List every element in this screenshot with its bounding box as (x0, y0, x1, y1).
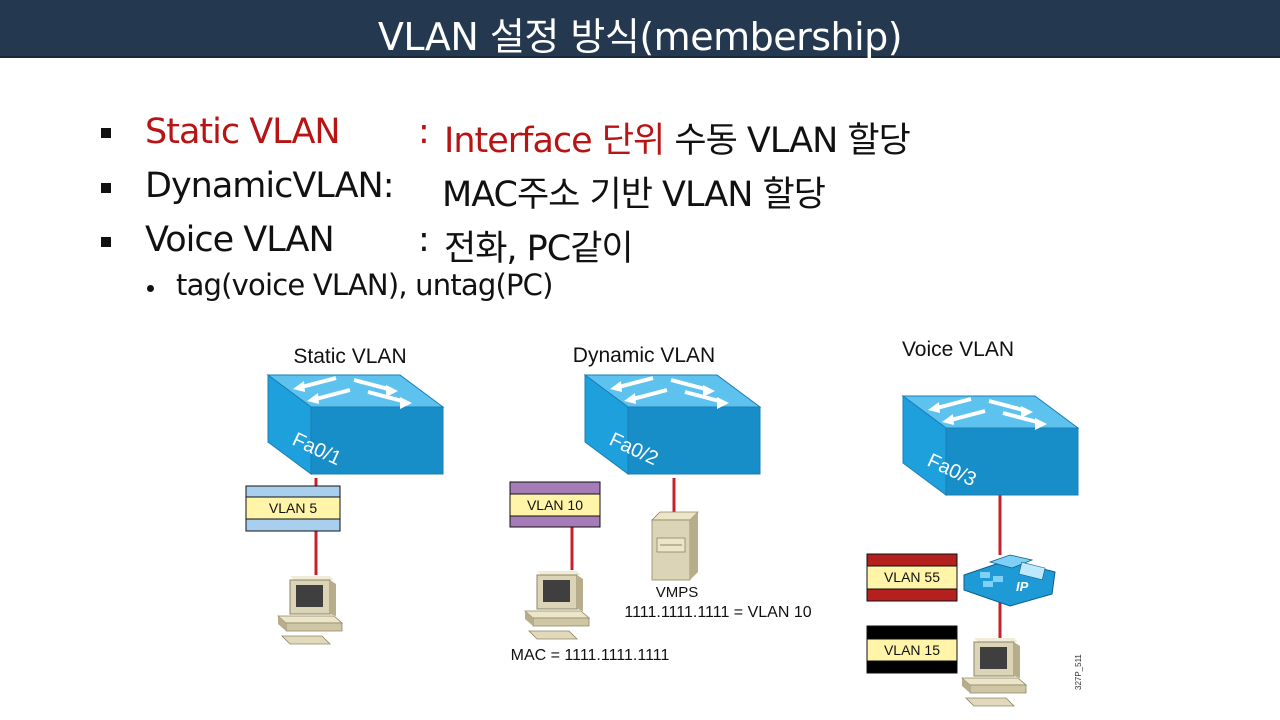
sub-bullet: tag(voice VLAN), untag(PC) (176, 268, 553, 302)
sub-bullet-marker (147, 285, 154, 292)
mac-label: MAC = 1111.1111.1111 (511, 647, 670, 664)
vmps-mapping: 1111.1111.1111 = VLAN 10 (624, 604, 811, 621)
title-bar: VLAN 설정 방식(membership) (0, 0, 1280, 59)
voice-vlan-title: Voice VLAN (902, 338, 1014, 361)
ip-phone-label: IP (1016, 579, 1029, 594)
bullet-static-colon: : (418, 112, 430, 152)
bullet-static-label: Static VLAN (145, 112, 341, 152)
figure-id: 327P_511 (1074, 654, 1083, 690)
bullet-static-desc-red: Interface 단위 (444, 121, 665, 161)
bullet-dynamic-desc: MAC주소 기반 VLAN 할당 (442, 175, 826, 215)
dynamic-vlan-tag-body (509, 493, 601, 517)
switch-icon (901, 394, 1080, 497)
bullet-voice-desc: 전화, PC같이 (444, 229, 634, 269)
pc-icon (961, 637, 1027, 707)
bullet-marker (101, 183, 111, 193)
data-vlan-tag: VLAN 15 (884, 642, 940, 658)
data-vlan-tag-body (866, 638, 958, 662)
dynamic-vlan-title: Dynamic VLAN (573, 344, 715, 367)
switch-icon (266, 373, 445, 476)
voice-vlan-tag: VLAN 55 (884, 569, 940, 585)
static-vlan-tag-body (245, 496, 341, 520)
bullet-marker (101, 128, 111, 138)
bullet-voice-label: Voice VLAN (145, 220, 335, 260)
dynamic-vlan-tag: VLAN 10 (527, 497, 583, 513)
bullet-marker (101, 237, 111, 247)
server-icon (651, 511, 699, 581)
vmps-label: VMPS (656, 584, 699, 601)
bullet-static-desc: Interface 단위 수동 VLAN 할당 (444, 112, 911, 163)
voice-vlan-tag-body (866, 565, 958, 590)
page-title: VLAN 설정 방식(membership) (377, 15, 903, 59)
static-vlan-title: Static VLAN (293, 345, 406, 368)
bullet-dynamic-label: DynamicVLAN: (145, 166, 395, 206)
switch-icon (583, 373, 762, 476)
bullet-static-desc-rest: 수동 VLAN 할당 (674, 121, 910, 161)
ip-phone-icon (963, 554, 1056, 607)
static-vlan-tag: VLAN 5 (269, 500, 317, 516)
pc-icon (524, 570, 590, 640)
bullet-voice-colon: : (418, 220, 430, 260)
pc-icon (277, 575, 343, 645)
